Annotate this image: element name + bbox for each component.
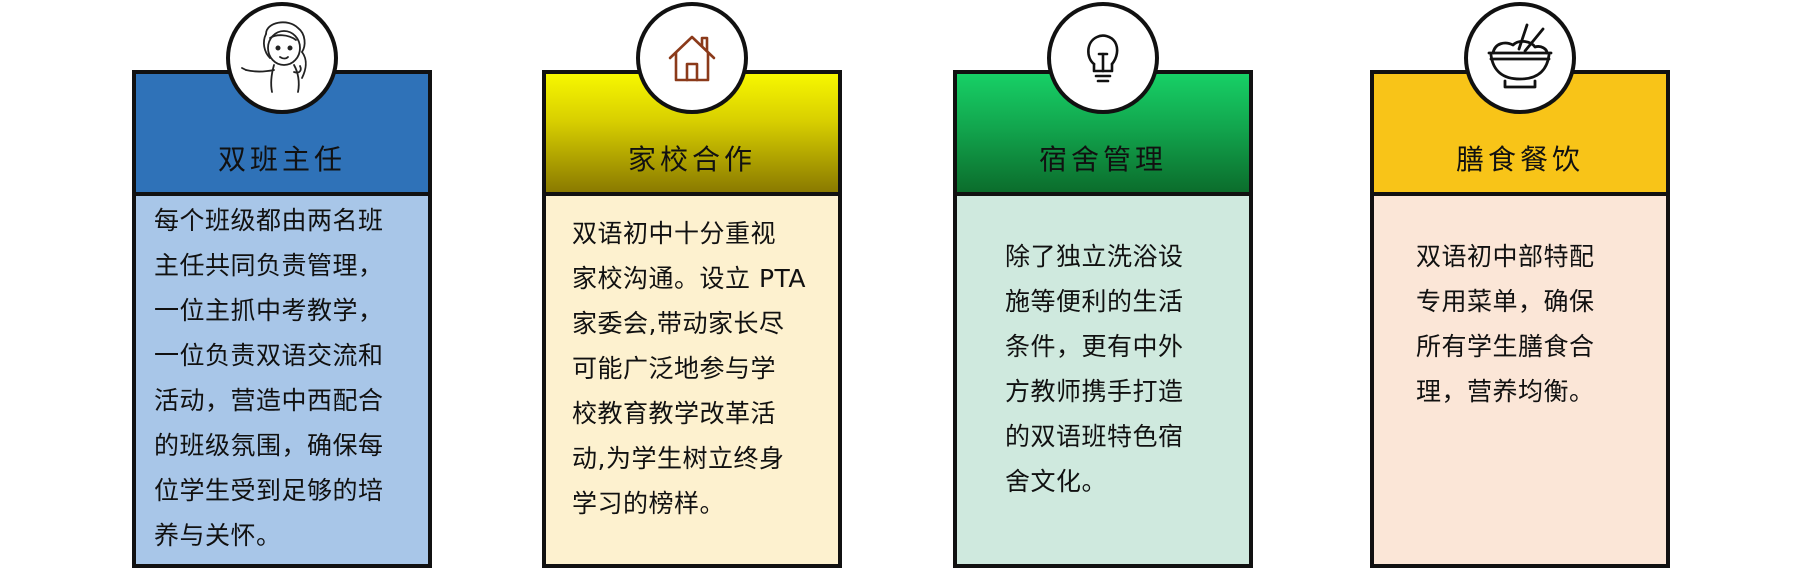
card-body: 双语初中十分重视 家校沟通。设立 PTA 家委会,带动家长尽 可能广泛地参与学 … [546, 196, 838, 564]
card-body: 每个班级都由两名班 主任共同负责管理， 一位主抓中考教学， 一位负责双语交流和 … [136, 196, 428, 564]
card-text: 除了独立洗浴设 施等便利的生活 条件，更有中外 方教师携手打造 的双语班特色宿 … [1005, 242, 1184, 496]
card-box: 家校合作 双语初中十分重视 家校沟通。设立 PTA 家委会,带动家长尽 可能广泛… [542, 70, 842, 568]
card-dormitory: 宿舍管理 除了独立洗浴设 施等便利的生活 条件，更有中外 方教师携手打造 的双语… [953, 0, 1253, 580]
card-title: 双班主任 [217, 143, 346, 176]
rice-bowl-icon [1487, 23, 1553, 89]
card-title: 家校合作 [627, 143, 756, 176]
card-title: 膳食餐饮 [1455, 143, 1584, 176]
card-badge [1047, 2, 1159, 114]
card-text: 双语初中十分重视 家校沟通。设立 PTA 家委会,带动家长尽 可能广泛地参与学 … [572, 219, 806, 518]
card-box: 宿舍管理 除了独立洗浴设 施等便利的生活 条件，更有中外 方教师携手打造 的双语… [953, 70, 1253, 568]
card-text: 双语初中部特配 专用菜单，确保 所有学生膳食合 理，营养均衡。 [1416, 242, 1595, 406]
card-text: 每个班级都由两名班 主任共同负责管理， 一位主抓中考教学， 一位负责双语交流和 … [154, 206, 384, 550]
lightbulb-icon [1087, 34, 1119, 83]
card-box: 膳食餐饮 双语初中部特配 专用菜单，确保 所有学生膳食合 理，营养均衡。 [1370, 70, 1670, 568]
card-dining: 膳食餐饮 双语初中部特配 专用菜单，确保 所有学生膳食合 理，营养均衡。 [1370, 0, 1670, 580]
card-home-school: 家校合作 双语初中十分重视 家校沟通。设立 PTA 家委会,带动家长尽 可能广泛… [542, 0, 842, 580]
card-badge [226, 2, 338, 114]
card-box: 双班主任 每个班级都由两名班 主任共同负责管理， 一位主抓中考教学， 一位负责双… [132, 70, 432, 568]
teacher-girl-icon [241, 21, 307, 93]
card-badge [636, 2, 748, 114]
card-badge [1464, 2, 1576, 114]
card-dual-class-teacher: 双班主任 每个班级都由两名班 主任共同负责管理， 一位主抓中考教学， 一位负责双… [132, 0, 432, 580]
card-header: 宿舍管理 [957, 74, 1249, 196]
card-body: 除了独立洗浴设 施等便利的生活 条件，更有中外 方教师携手打造 的双语班特色宿 … [957, 196, 1249, 564]
card-title: 宿舍管理 [1038, 143, 1167, 176]
card-body: 双语初中部特配 专用菜单，确保 所有学生膳食合 理，营养均衡。 [1374, 196, 1666, 564]
house-icon [668, 35, 716, 82]
